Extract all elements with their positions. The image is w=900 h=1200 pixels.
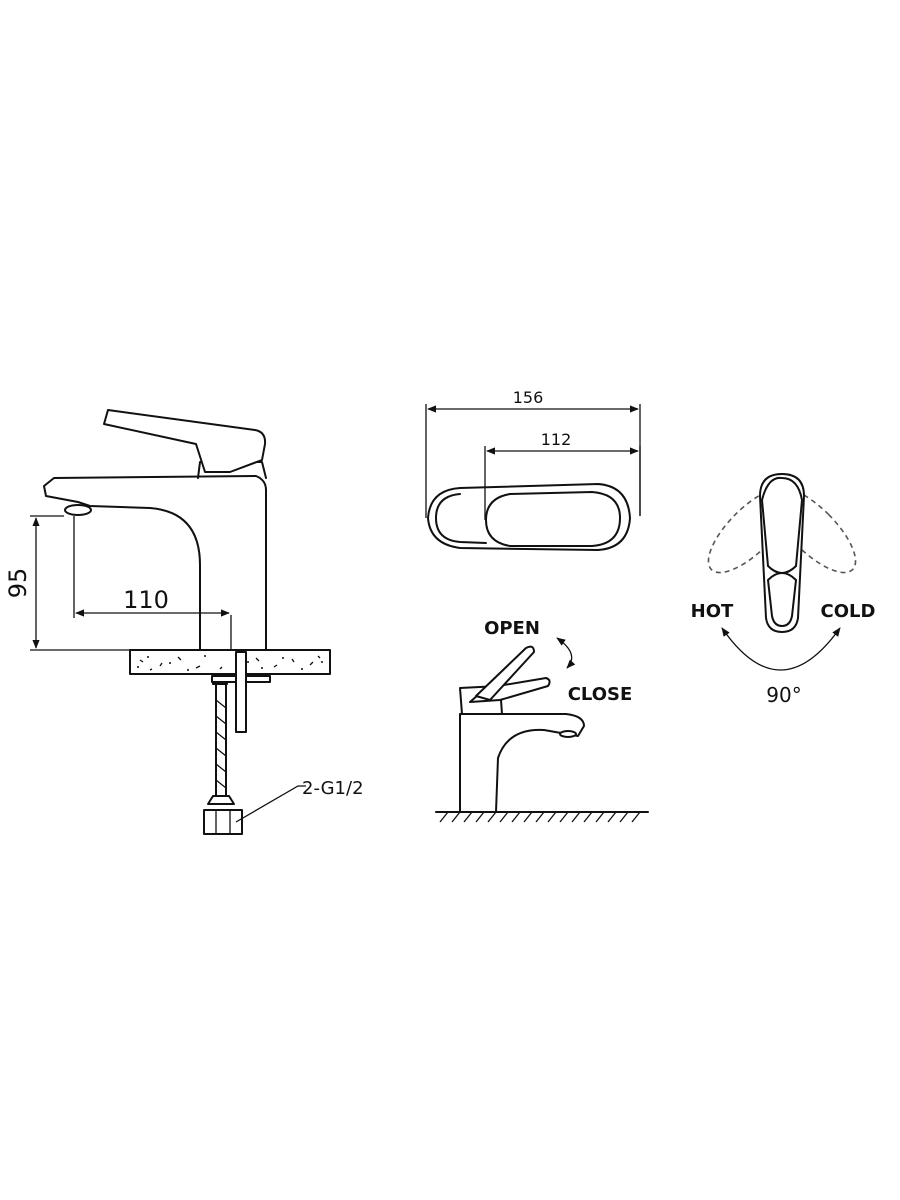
hot-cold-view: HOT COLD 90° xyxy=(691,473,876,707)
aerator xyxy=(64,504,92,516)
dimension-reach: 110 xyxy=(73,516,232,650)
ground-line xyxy=(435,811,649,823)
dimension-handle-label: 112 xyxy=(541,430,572,449)
open-label: OPEN xyxy=(484,618,540,639)
hot-label: HOT xyxy=(691,601,734,622)
open-close-view: OPEN CLOSE xyxy=(435,618,649,823)
dimension-reach-label: 110 xyxy=(123,586,169,614)
open-close-arrow xyxy=(556,637,576,669)
faucet-body xyxy=(43,475,267,651)
rotation-label: 90° xyxy=(766,683,801,707)
small-faucet-body xyxy=(459,713,585,813)
cold-label: COLD xyxy=(821,601,876,622)
side-elevation-view: 95 110 2-G1/2 xyxy=(4,409,364,835)
top-view: 156 112 xyxy=(425,388,641,551)
mounting-hardware xyxy=(203,651,271,835)
dimension-height-label: 95 xyxy=(4,568,32,599)
connection-label: 2-G1/2 xyxy=(302,778,364,799)
connection-callout: 2-G1/2 xyxy=(235,778,364,823)
dimension-overall-label: 156 xyxy=(513,388,544,407)
dimension-handle: 112 xyxy=(484,430,641,520)
handle-open xyxy=(475,645,535,701)
close-label: CLOSE xyxy=(568,684,633,705)
lever-handle xyxy=(103,409,267,473)
dimension-height: 95 xyxy=(4,515,200,651)
handle-top-outline xyxy=(485,491,621,547)
countertop xyxy=(129,649,331,675)
rotation-arc xyxy=(721,627,841,671)
